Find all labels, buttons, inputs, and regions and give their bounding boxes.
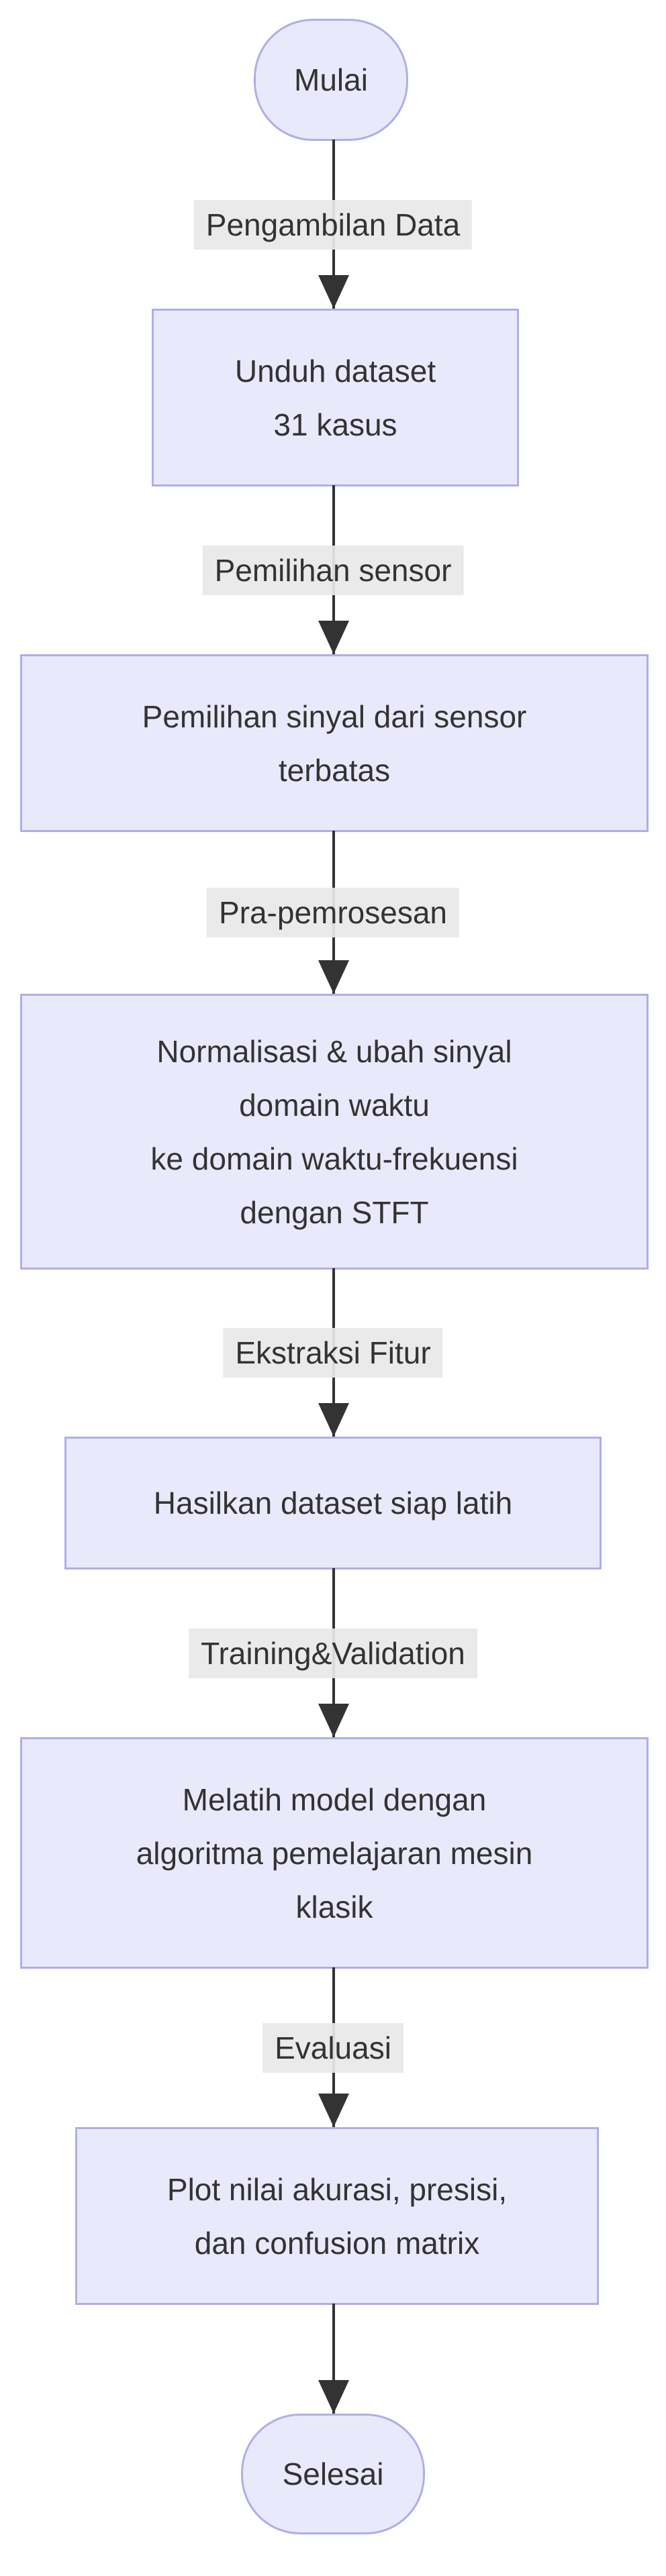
- node-melatih-model: Melatih model dengan algoritma pemelajar…: [20, 1737, 649, 1969]
- edge-label-ekstraksi-fitur: Ekstraksi Fitur: [223, 1328, 443, 1378]
- edge-arrowhead-down: [318, 1403, 349, 1437]
- node-plot-hasil: Plot nilai akurasi, presisi, dan confusi…: [75, 2127, 599, 2305]
- edge-arrowhead-down: [318, 275, 349, 309]
- node-pemilihan-sinyal: Pemilihan sinyal dari sensor terbatas: [20, 654, 649, 832]
- node-hasilkan-dataset: Hasilkan dataset siap latih: [64, 1437, 602, 1569]
- edge-label-pemilihan-sensor: Pemilihan sensor: [202, 546, 464, 595]
- edge-label-training-validation: Training&Validation: [189, 1629, 477, 1678]
- edge-arrowhead-down: [318, 621, 349, 654]
- node-end-selesai: Selesai: [241, 2414, 425, 2534]
- node-unduh-dataset: Unduh dataset 31 kasus: [152, 309, 519, 486]
- edge-arrowhead-down: [318, 2380, 349, 2414]
- edge-arrowhead-down: [318, 2094, 349, 2127]
- edge-label-evaluasi: Evaluasi: [263, 2023, 403, 2073]
- node-start-mulai: Mulai: [254, 19, 408, 141]
- node-normalisasi-stft: Normalisasi & ubah sinyal domain waktu k…: [20, 994, 649, 1270]
- edge-label-pra-pemrosesan: Pra-pemrosesan: [206, 888, 460, 937]
- edge-arrowhead-down: [318, 1704, 349, 1737]
- edge-arrowhead-down: [318, 960, 349, 994]
- edge-line: [332, 2304, 335, 2415]
- edge-label-pengambilan-data: Pengambilan Data: [193, 200, 473, 250]
